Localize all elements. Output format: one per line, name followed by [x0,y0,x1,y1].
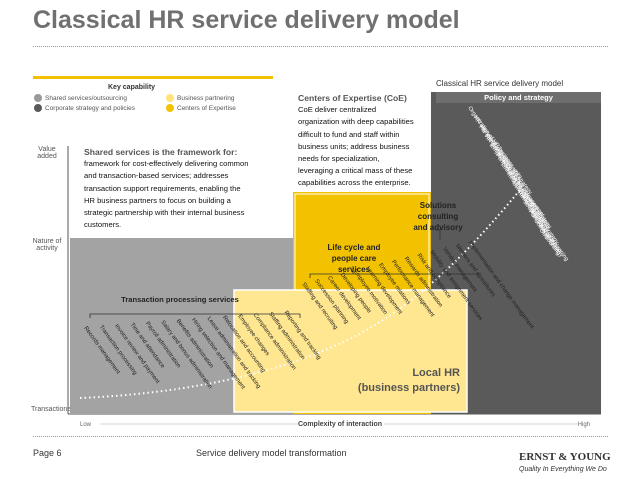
desc-line: transaction support requirements, enabli… [84,183,241,193]
desc-line: difficult to fund and staff within [298,129,400,139]
block-line: Local HR [412,367,460,379]
desc-line: and transaction-based services; addresse… [84,171,229,181]
local-hr-border [233,289,468,413]
block-line: Life cycle and [327,243,381,252]
logo-brand: ERNST & YOUNG [519,451,611,463]
local-hr-label: Local HR (business partners) [330,366,460,396]
desc-line: customers. [84,220,122,230]
y-label-line: activity [36,245,58,252]
solutions-consulting-label: Solutions consulting and advisory [396,200,480,233]
solutions-bracket [436,229,441,240]
logo-tagline: Quality In Everything We Do [519,466,607,473]
lifecycle-label: Life cycle and people care services [314,242,394,275]
policy-header-band [436,92,601,103]
transaction-processing-label: Transaction processing services [121,295,239,304]
page-number: Page 6 [33,448,62,458]
desc-line: organization with deep capabilities [298,117,414,127]
shared-services-description: Shared services is the framework for: fr… [84,146,289,231]
circle-icon [34,94,42,102]
footer-divider [33,436,608,437]
model-label: Classical HR service delivery model [436,79,564,88]
y-label-value-added: Value added [30,146,64,160]
x-axis-low: Low [80,422,92,428]
desc-line: CoE deliver centralized [298,105,377,115]
ernst-young-logo: ERNST & YOUNG Quality In Everything We D… [519,451,611,473]
coe-heading: Centers of Expertise (CoE) [298,93,407,103]
x-axis-high: High [578,422,590,428]
transaction-bracket [89,313,301,318]
desc-line: needs for specialization, [298,154,380,164]
legend-item-business-partnering: Business partnering [166,94,234,102]
desc-line: framework for cost-effectively deliverin… [84,159,249,169]
circle-icon [166,94,174,102]
legend-label: Corporate strategy and policies [45,104,135,112]
local-hr-block [234,290,467,412]
circle-icon [166,104,174,112]
lifecycle-bracket [309,273,479,278]
accent-bar [33,76,273,79]
legend-item-corporate-strategy: Corporate strategy and policies [34,104,135,112]
block-line: services [337,265,371,274]
legend-item-centers-of-expertise: Centers of Expertise [166,104,236,112]
y-label-transactional: Transactional [31,406,73,413]
circle-icon [34,104,42,112]
desc-line: capabilities across the enterprise. [298,178,411,188]
legend-label: Centers of Expertise [177,104,236,112]
policy-strategy-label: Policy and strategy [484,93,553,102]
legend-item-shared-services: Shared services/outsourcing [34,94,127,102]
desc-line: HR business partners to focus on buildin… [84,195,231,205]
block-line: and advisory [413,223,463,232]
page-title: Classical HR service delivery model [33,6,460,34]
desc-line: leveraging a critical mass of these [298,166,413,176]
block-line: consulting [417,212,459,221]
y-label-line: Nature of [32,238,62,245]
key-capability-title: Key capability [108,84,156,91]
block-line: Solutions [419,201,457,210]
footer-title: Service delivery model transformation [196,448,347,458]
y-label-nature-of-activity: Nature of activity [28,238,66,252]
legend-label: Business partnering [177,94,235,102]
coe-description: Centers of Expertise (CoE) CoE deliver c… [298,92,433,190]
title-divider [33,46,608,47]
desc-line: strategic partnership with their interna… [84,208,245,218]
block-line: people care [331,254,377,263]
y-label-line: added [37,153,57,160]
shared-services-heading: Shared services is the framework for: [84,147,238,157]
block-line: (business partners) [357,382,460,394]
y-label-line: Value [38,146,56,153]
desc-line: business units; address business [298,141,410,151]
x-axis-label: Complexity of interaction [298,421,382,428]
legend-label: Shared services/outsourcing [45,94,128,102]
